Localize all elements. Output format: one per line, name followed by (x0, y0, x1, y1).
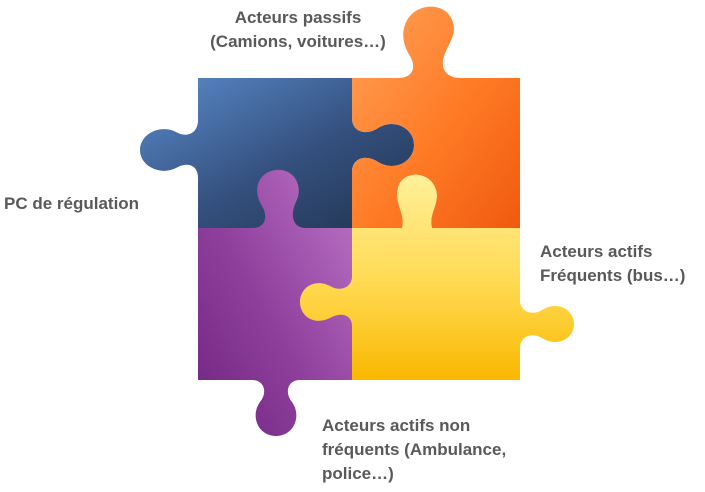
label-nonfrequent-line-1: Acteurs actifs non (322, 416, 471, 435)
label-frequent-line-2: Fréquents (bus…) (540, 266, 686, 285)
label-pc-line-1: PC de régulation (4, 194, 140, 213)
label-nonfrequent-line-2: fréquents (Ambulance, (322, 440, 507, 459)
label-passive-actors: Acteurs passifs (Camions, voitures…) (178, 6, 418, 54)
label-frequent-line-1: Acteurs actifs (540, 242, 653, 261)
label-frequent-actors: Acteurs actifs Fréquents (bus…) (540, 240, 685, 288)
puzzle-piece-top-left (140, 78, 414, 228)
puzzle-piece-top-right (352, 6, 520, 228)
label-nonfrequent-actors: Acteurs actifs non fréquents (Ambulance,… (322, 414, 506, 486)
label-passive-line-2: (Camions, voitures…) (210, 32, 386, 51)
label-pc-regulation: PC de régulation (4, 192, 139, 216)
label-passive-line-1: Acteurs passifs (234, 8, 362, 27)
label-nonfrequent-line-3: police…) (322, 464, 394, 483)
puzzle-piece-bottom-left (198, 169, 352, 436)
puzzle-piece-bottom-right (300, 174, 574, 380)
